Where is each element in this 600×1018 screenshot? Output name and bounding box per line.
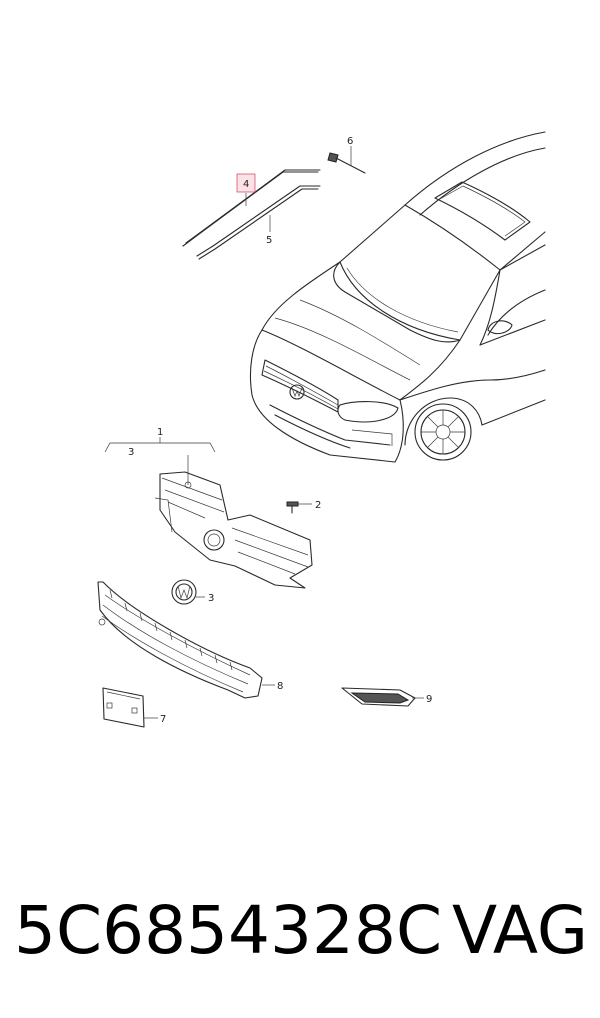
callout-highlight-4 (236, 173, 256, 193)
callout-8: 8 (277, 681, 283, 692)
callout-6: 6 (347, 136, 353, 147)
lower-grille-part (97, 581, 275, 699)
callout-1: 1 (157, 427, 163, 438)
clip-part (327, 146, 366, 174)
screw-part (286, 501, 312, 514)
part-number: 5C6854328C (14, 892, 443, 969)
side-grille-part (341, 687, 424, 707)
trim-strips (182, 169, 321, 260)
callout-4: 4 (243, 179, 249, 190)
callout-bracket-1-3 (104, 437, 216, 453)
callout-9: 9 (426, 694, 432, 705)
brand-name: VAG (452, 892, 589, 969)
callout-3-emblem: 3 (208, 593, 214, 604)
callout-5: 5 (266, 235, 272, 246)
callout-3-bracket: 3 (128, 447, 134, 458)
radiator-grille (154, 455, 313, 589)
callout-7: 7 (160, 714, 166, 725)
plate-bracket-part (102, 687, 158, 728)
vw-emblem-part (171, 579, 205, 605)
callout-2: 2 (315, 500, 321, 511)
car-illustration (249, 131, 546, 463)
